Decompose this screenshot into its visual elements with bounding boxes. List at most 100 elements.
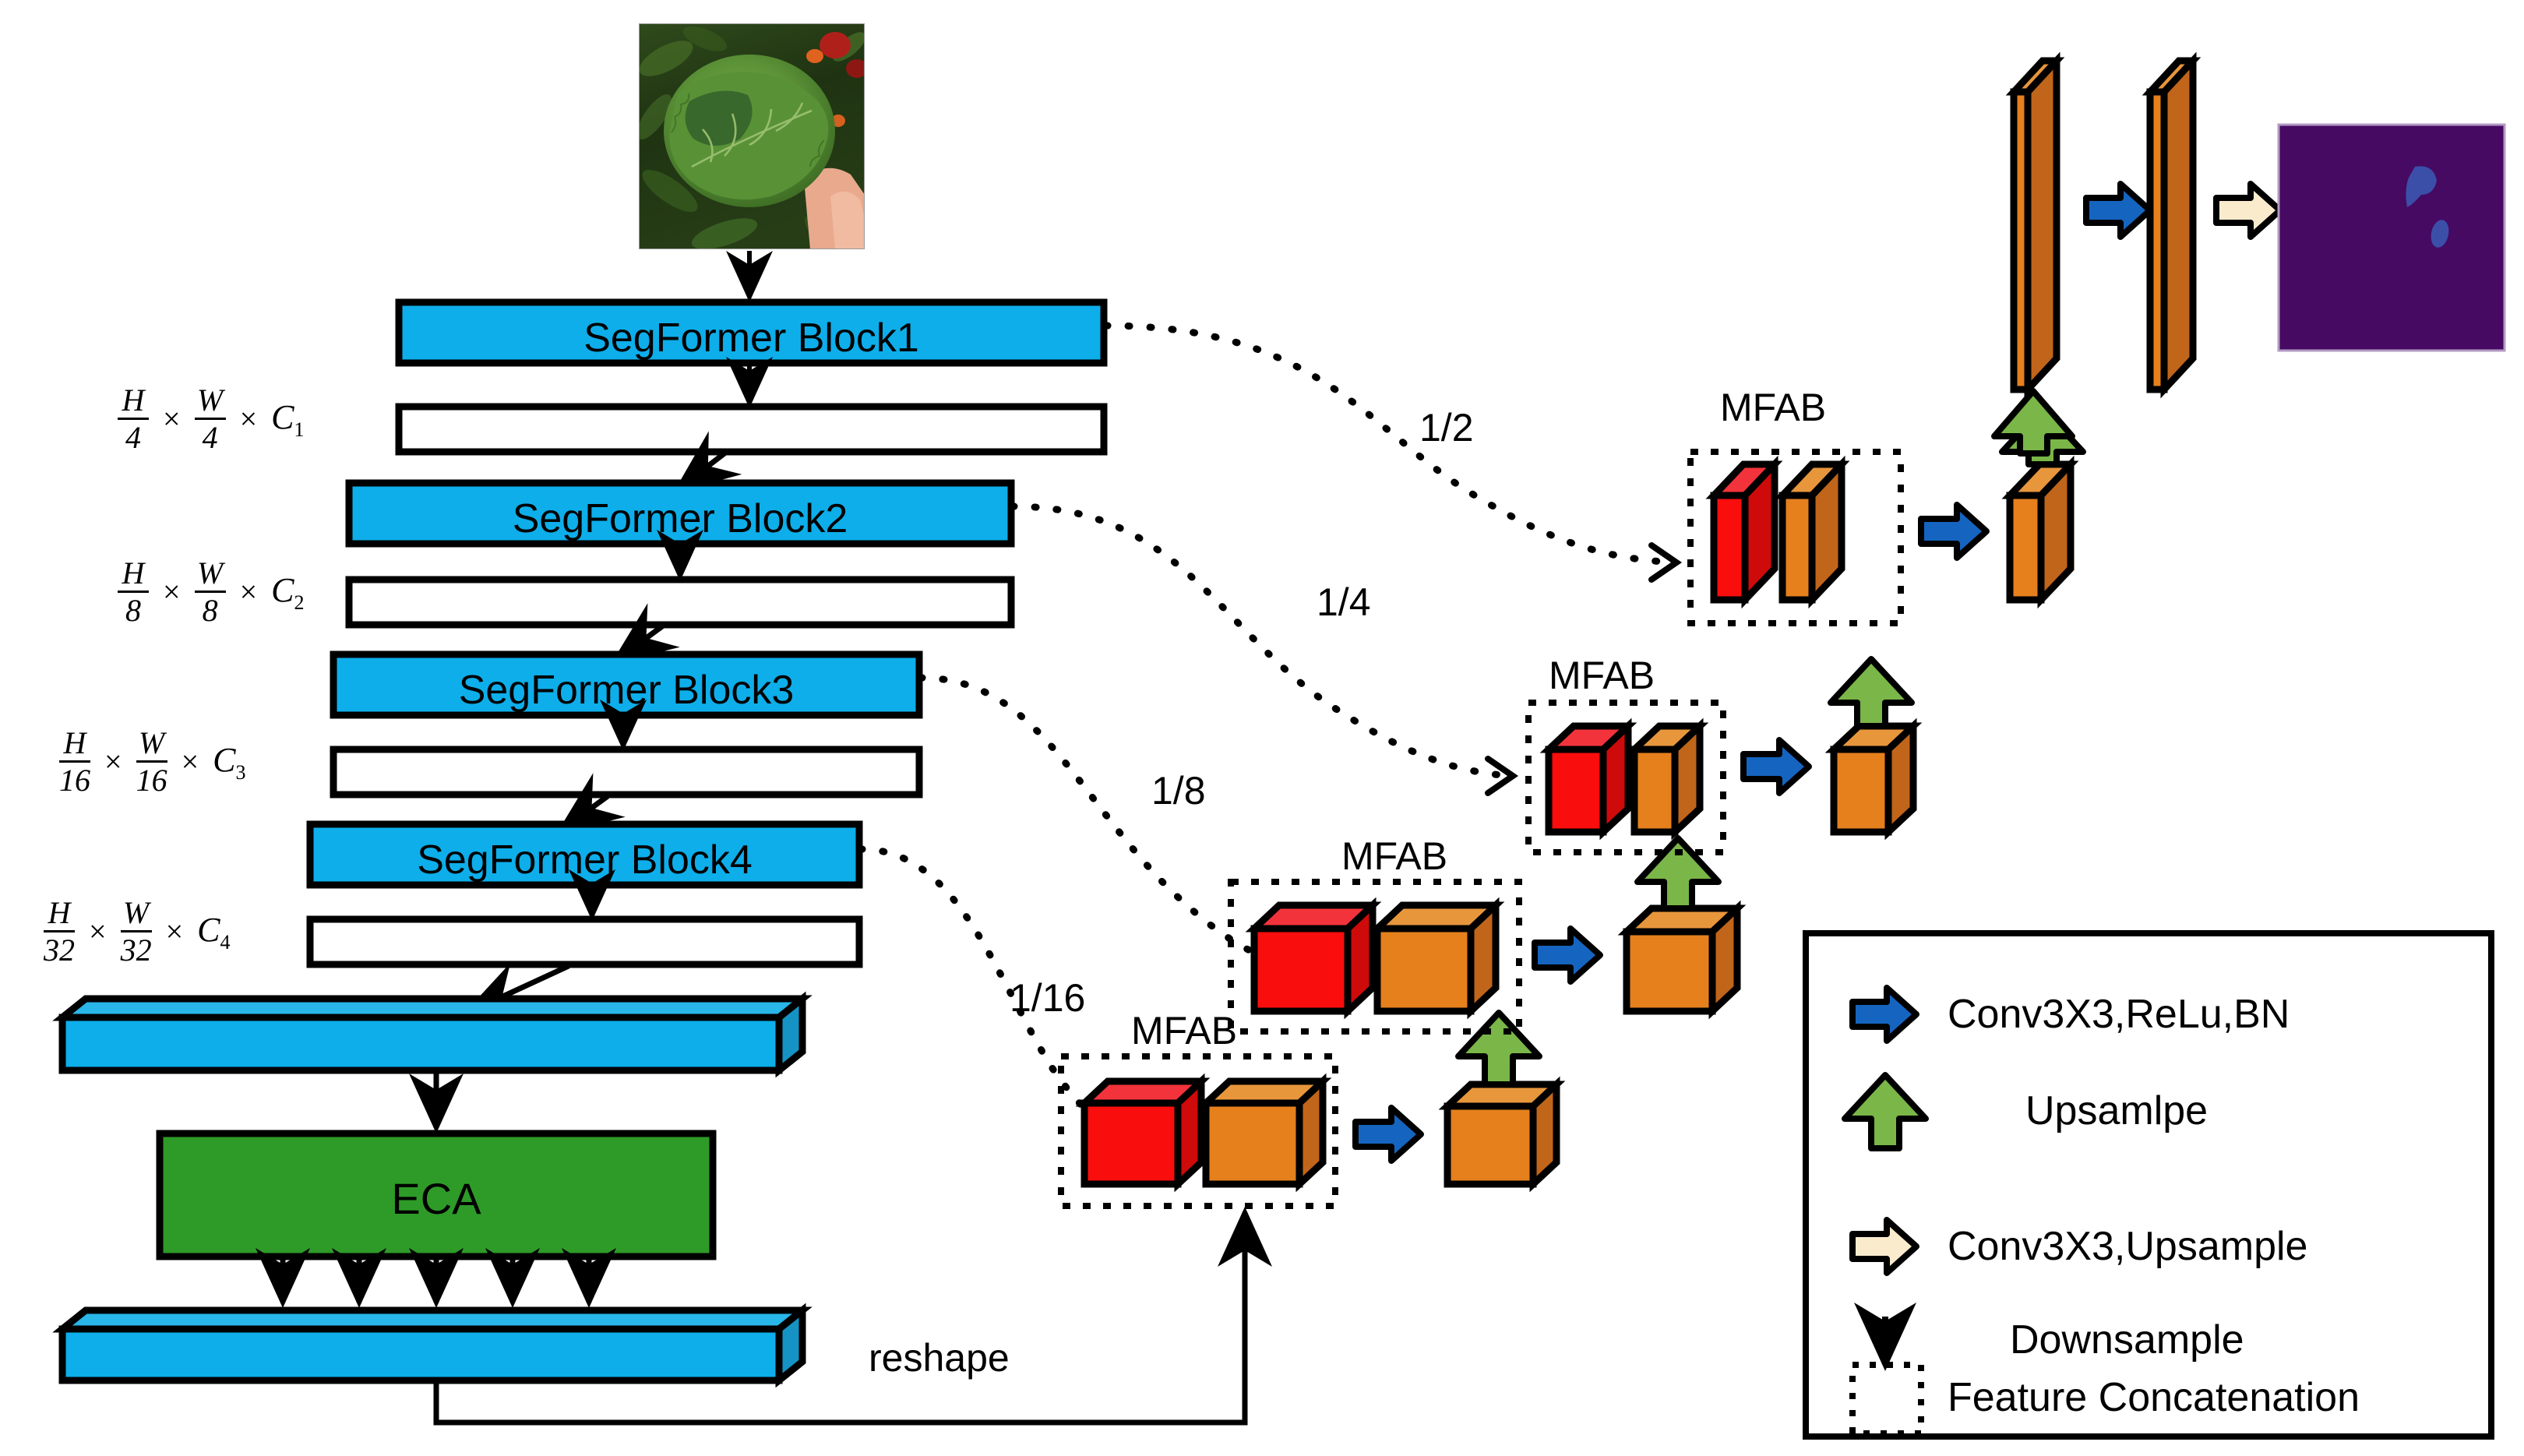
green-up-arrow-icon bbox=[1842, 1072, 1929, 1151]
mfab-title-1-16: MFAB bbox=[1131, 1009, 1238, 1052]
shape3-wd: 16 bbox=[136, 763, 167, 798]
segmentation-mask-output bbox=[2279, 125, 2505, 351]
shape2-c: C bbox=[271, 570, 294, 609]
times-symbol: × bbox=[181, 743, 199, 779]
decoder-feature-cube-1-4 bbox=[1824, 717, 1923, 841]
shape2-w: W bbox=[196, 555, 224, 591]
shape1-c: C bbox=[271, 397, 294, 436]
mfab-red-cube-1-4 bbox=[1539, 717, 1637, 841]
shape4-ci: 4 bbox=[220, 930, 231, 954]
mfab-red-cube-1-8 bbox=[1245, 897, 1382, 1020]
mfab-title-1-4: MFAB bbox=[1549, 654, 1655, 697]
upsample-arrow-1-16 bbox=[1455, 1010, 1542, 1088]
times-symbol: × bbox=[163, 400, 181, 436]
legend-label-upsample: Upsamlpe bbox=[2025, 1088, 2208, 1133]
eca-fanout-arrows bbox=[256, 1248, 616, 1308]
shape4-hd: 32 bbox=[44, 932, 75, 968]
feature-map-4 bbox=[306, 915, 863, 968]
mfab-concat-box-1-2 bbox=[1687, 449, 1904, 626]
mfab-orange-cube-1-8 bbox=[1368, 897, 1505, 1020]
segformer-block2-label: SegFormer Block2 bbox=[512, 496, 848, 541]
mfab-red-slab-1-2 bbox=[1705, 455, 1783, 609]
shape1-h: H bbox=[122, 383, 145, 418]
segformer-block4-label: SegFormer Block4 bbox=[417, 837, 753, 883]
flatten-slab-top bbox=[52, 991, 813, 1078]
decoder-feature-cube-1-16 bbox=[1438, 1076, 1566, 1193]
shape3-c: C bbox=[213, 740, 236, 779]
cream-right-arrow-icon bbox=[1849, 1217, 1919, 1276]
mfab-orange-slab-1-2 bbox=[1774, 455, 1850, 609]
shape2-hd: 8 bbox=[125, 593, 141, 628]
legend-label-conv-relu-bn: Conv3X3,ReLu,BN bbox=[1948, 992, 2290, 1037]
output-slab-b bbox=[2142, 51, 2201, 399]
skip-connection-1-4 bbox=[1009, 502, 1515, 780]
shape1-w: W bbox=[196, 383, 224, 418]
mfab-title-1-8: MFAB bbox=[1341, 834, 1448, 878]
conv-upsample-arrow-output bbox=[2213, 181, 2283, 240]
shape4-wd: 32 bbox=[120, 932, 152, 968]
shape2-h: H bbox=[122, 555, 145, 591]
mfab-concat-box-1-4 bbox=[1525, 700, 1726, 855]
flatten-slab-bottom bbox=[52, 1303, 813, 1388]
dotted-square-icon bbox=[1849, 1362, 1924, 1437]
upsample-arrow-1-4 bbox=[1828, 656, 1915, 729]
shape2-ci: 2 bbox=[294, 591, 305, 614]
shape1-hd: 4 bbox=[125, 420, 141, 455]
shape1-wd: 4 bbox=[202, 420, 218, 455]
mfab-red-cube-1-16 bbox=[1075, 1073, 1211, 1193]
conv-arrow-1-8 bbox=[1532, 925, 1603, 985]
skip-scale-label-1-2: 1/2 bbox=[1419, 406, 1474, 449]
legend-label-downsample: Downsample bbox=[2010, 1317, 2244, 1363]
legend-label-feature-concatenation: Feature Concatenation bbox=[1948, 1375, 2360, 1420]
reshape-label: reshape bbox=[869, 1336, 1010, 1380]
skip-connection-1-2 bbox=[1102, 322, 1679, 566]
conv-arrow-1-16 bbox=[1352, 1105, 1424, 1164]
feature-map-2 bbox=[345, 576, 1015, 629]
upsample-arrow-1-8 bbox=[1634, 835, 1722, 911]
times-symbol: × bbox=[163, 573, 181, 609]
conv-arrow-1-2 bbox=[1918, 502, 1990, 561]
skip-scale-label-1-16: 1/16 bbox=[1010, 976, 1086, 1020]
conv-arrow-output-1 bbox=[2083, 181, 2153, 240]
skip-scale-label-1-4: 1/4 bbox=[1317, 580, 1371, 624]
times-symbol: × bbox=[104, 743, 122, 779]
mfab-concat-box-1-16 bbox=[1058, 1053, 1338, 1209]
shape1-ci: 1 bbox=[294, 418, 305, 441]
shape3-ci: 3 bbox=[235, 760, 246, 784]
feature-map-1 bbox=[395, 403, 1108, 456]
skip-scale-label-1-8: 1/8 bbox=[1151, 769, 1206, 813]
mfab-orange-cube-1-16 bbox=[1197, 1073, 1332, 1193]
shape4-h: H bbox=[48, 895, 71, 930]
shape4-c: C bbox=[197, 910, 220, 949]
mfab-orange-cube-1-4 bbox=[1625, 717, 1709, 841]
segformer-block1-label: SegFormer Block1 bbox=[583, 316, 919, 361]
conv-arrow-1-4 bbox=[1740, 737, 1812, 796]
times-symbol: × bbox=[239, 400, 258, 436]
mask-border bbox=[2277, 123, 2506, 352]
eca-label: ECA bbox=[391, 1174, 481, 1223]
input-image bbox=[639, 23, 865, 249]
upsample-arrow-output bbox=[1991, 388, 2075, 457]
feature-map-3 bbox=[330, 746, 923, 799]
legend-label-conv-upsample: Conv3X3,Upsample bbox=[1948, 1224, 2308, 1269]
mfab-title-1-2: MFAB bbox=[1720, 386, 1827, 429]
skip-connection-1-8 bbox=[917, 674, 1342, 978]
output-slab-a bbox=[2005, 51, 2065, 399]
legend-box bbox=[1803, 930, 2494, 1440]
times-symbol: × bbox=[89, 913, 107, 949]
mfab-concat-box-1-8 bbox=[1228, 879, 1522, 1035]
segformer-block3-label: SegFormer Block3 bbox=[458, 668, 795, 713]
decoder-feature-slab-1-2 bbox=[2001, 455, 2079, 609]
times-symbol: × bbox=[239, 573, 258, 609]
decoder-feature-cube-1-8 bbox=[1617, 900, 1747, 1020]
shape3-h: H bbox=[63, 725, 86, 760]
times-symbol: × bbox=[165, 913, 184, 949]
shape4-w: W bbox=[122, 895, 150, 930]
shape2-wd: 8 bbox=[202, 593, 218, 628]
